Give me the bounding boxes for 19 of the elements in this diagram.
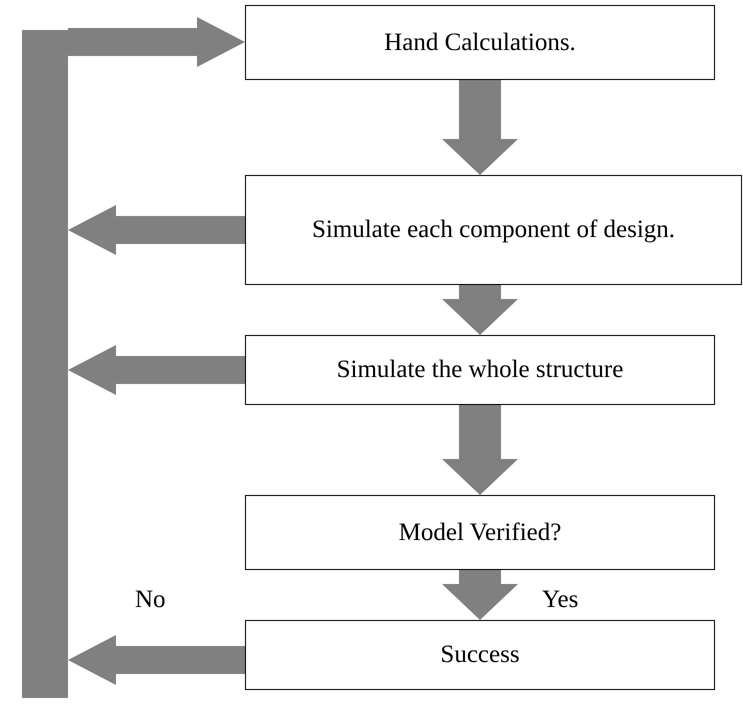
arrow: [442, 285, 518, 335]
feedback-bar: [22, 30, 68, 698]
arrow: [442, 570, 518, 620]
process-box: [245, 335, 715, 405]
box-text: Model Verified?: [398, 518, 562, 546]
box-text: Simulate the whole structure: [336, 356, 624, 384]
arrow: [68, 17, 245, 67]
arrow: [442, 405, 518, 495]
arrow: [68, 345, 245, 395]
arrow: [68, 205, 245, 255]
process-box: [245, 5, 715, 80]
process-box: [245, 620, 715, 690]
arrow: [442, 80, 518, 175]
box-text: Simulate each component of design.: [312, 216, 676, 244]
arrow: [68, 635, 245, 685]
process-box: [245, 175, 742, 285]
process-box: [245, 495, 715, 570]
box-text: Success: [440, 641, 520, 669]
box-text: Hand Calculations.: [384, 28, 576, 56]
